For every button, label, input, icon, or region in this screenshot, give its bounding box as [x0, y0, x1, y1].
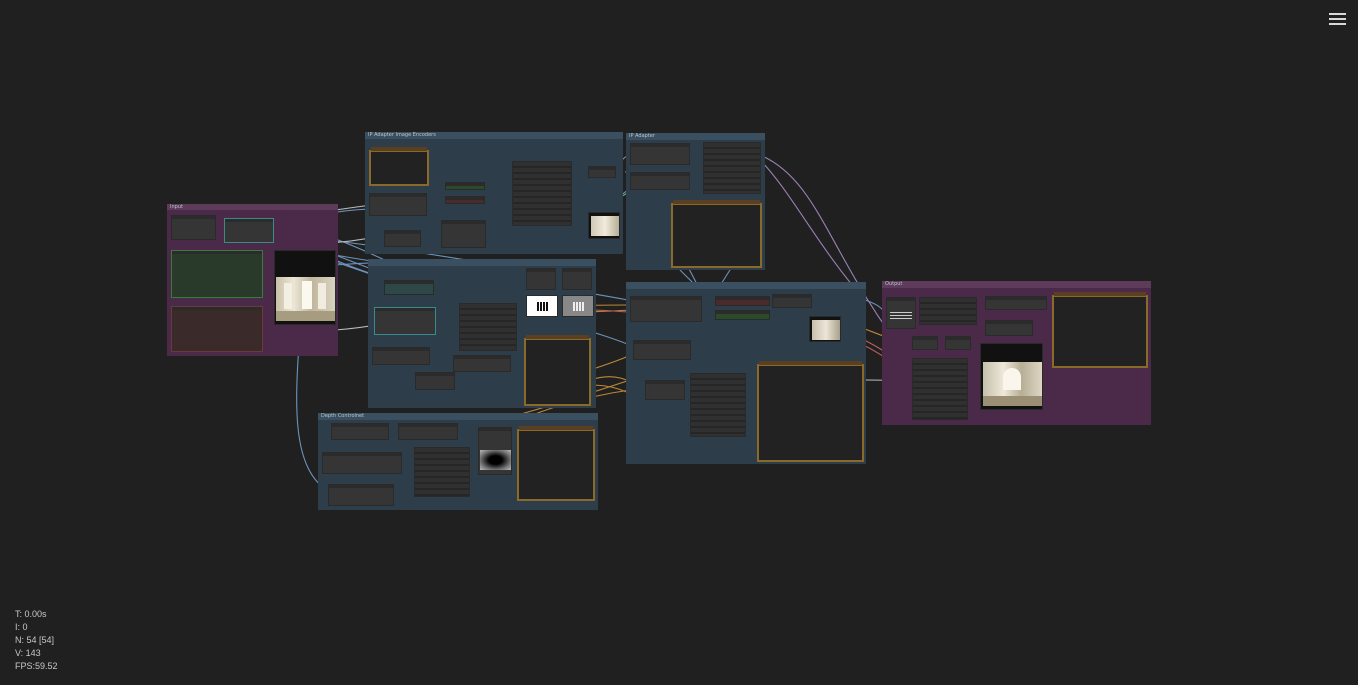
node-mask-c[interactable] [372, 347, 430, 365]
node-encoder-d[interactable] [445, 182, 485, 190]
node-mask-composite[interactable] [459, 303, 517, 351]
node-upscale-model[interactable] [886, 297, 916, 329]
stat-nodes: N: 54 [54] [15, 635, 55, 645]
node-negative-prompt[interactable] [171, 306, 263, 352]
node-mask-a[interactable] [384, 280, 434, 295]
group-header [167, 204, 338, 210]
node-ipadapter-apply[interactable] [703, 142, 761, 194]
node-preview-frame[interactable] [671, 200, 762, 268]
input-image-thumbnail [276, 277, 335, 321]
sampler-output-thumbnail [812, 320, 840, 340]
node-load-image-settings[interactable] [171, 215, 216, 240]
node-controlnet-image[interactable] [328, 484, 394, 506]
node-positive-prompt[interactable] [171, 250, 263, 298]
node-upscale[interactable] [919, 297, 977, 325]
node-depth-preview[interactable] [478, 427, 512, 475]
stat-iterations: I: 0 [15, 622, 28, 632]
node-preview-frame[interactable] [517, 426, 595, 501]
node-encoder-a[interactable] [369, 193, 427, 216]
node-encoder-e[interactable] [445, 196, 485, 204]
group-title: Input [170, 204, 183, 210]
node-encoder-b[interactable] [384, 230, 421, 247]
group-header [365, 132, 623, 139]
node-checkpoint-loader[interactable] [630, 296, 702, 322]
group-header [626, 133, 765, 140]
node-save-image[interactable] [980, 343, 1043, 410]
node-vae-decode[interactable] [772, 294, 812, 308]
stat-vertices: V: 143 [15, 648, 41, 658]
node-output-c[interactable] [912, 336, 938, 350]
node-controlnet-apply[interactable] [322, 452, 402, 474]
node-output-d[interactable] [945, 336, 971, 350]
node-small-a[interactable] [588, 166, 616, 178]
node-output-b[interactable] [985, 320, 1033, 336]
node-controlnet-loader[interactable] [331, 423, 389, 440]
node-preview-frame[interactable] [1052, 292, 1148, 368]
node-image-size[interactable] [224, 218, 274, 243]
node-preview-c[interactable] [809, 316, 841, 342]
depth-map-thumbnail [480, 450, 511, 470]
node-ipadapter-loader[interactable] [630, 143, 690, 165]
node-empty-latent[interactable] [645, 380, 685, 400]
node-mask-b[interactable] [374, 307, 436, 335]
group-header [368, 259, 596, 266]
node-load-image[interactable] [274, 250, 336, 325]
node-preview-b[interactable] [588, 212, 620, 239]
node-clip-vision[interactable] [630, 172, 690, 190]
node-preview-frame[interactable] [369, 147, 429, 186]
hamburger-menu-icon[interactable] [1328, 12, 1348, 28]
node-mask-g[interactable] [562, 268, 592, 290]
group-title: IP Adapter [629, 133, 655, 139]
group-title: Output [885, 281, 903, 287]
group-title: Depth Controlnet [321, 413, 365, 419]
link [759, 159, 866, 301]
final-image-thumbnail [983, 362, 1042, 406]
node-ipadapter-advanced[interactable] [512, 161, 572, 226]
group-title: IP Adapter Image Encoders [368, 132, 436, 138]
encoded-image-thumbnail [591, 216, 619, 236]
node-mask-e[interactable] [453, 355, 511, 372]
node-mask-d[interactable] [415, 372, 455, 390]
node-controlnet-advanced[interactable] [414, 447, 470, 497]
node-output-a[interactable] [985, 296, 1047, 310]
node-mask-f[interactable] [526, 268, 556, 290]
stat-time: T: 0.00s [15, 609, 47, 619]
mask-preview-white [526, 295, 558, 317]
node-cond-a[interactable] [715, 296, 770, 306]
node-preview-frame[interactable] [524, 335, 591, 406]
node-lora[interactable] [633, 340, 691, 360]
render-stats: T: 0.00s I: 0 N: 54 [54] V: 143 FPS:59.5… [15, 608, 58, 673]
node-preview-frame[interactable] [757, 361, 864, 462]
node-ksampler[interactable] [690, 373, 746, 437]
node-output-sampler[interactable] [912, 358, 968, 420]
node-encoder-c[interactable] [441, 220, 486, 248]
group-header [626, 282, 866, 289]
group-header [882, 281, 1151, 288]
node-cond-b[interactable] [715, 310, 770, 320]
mask-preview-gray [562, 295, 594, 317]
node-depth-preprocessor[interactable] [398, 423, 458, 440]
group-header [318, 413, 598, 420]
stat-fps: FPS:59.52 [15, 661, 58, 671]
